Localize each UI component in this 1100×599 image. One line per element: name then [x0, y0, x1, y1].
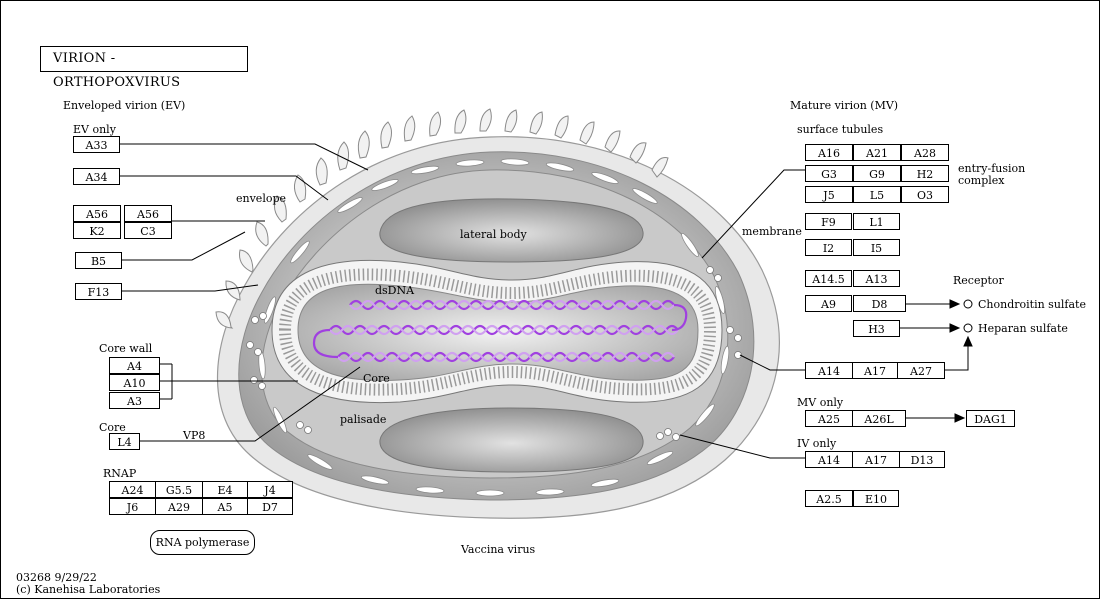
footer-copyright: (c) Kanehisa Laboratories — [16, 583, 161, 596]
gene-l1[interactable]: L1 — [853, 213, 900, 230]
gene-g9[interactable]: G9 — [853, 165, 901, 182]
label-dsdna: dsDNA — [375, 284, 415, 297]
gene-a3[interactable]: A3 — [109, 392, 160, 409]
label-chondroitin-sulfate[interactable]: Chondroitin sulfate — [978, 298, 1086, 311]
envelope-spindles — [258, 158, 730, 497]
gene-j6[interactable]: J6 — [109, 498, 156, 515]
gene-h2[interactable]: H2 — [901, 165, 949, 182]
label-enveloped-virion: Enveloped virion (EV) — [63, 99, 186, 112]
gene-l5[interactable]: L5 — [853, 186, 901, 203]
gene-j4[interactable]: J4 — [247, 481, 293, 498]
gene-a28[interactable]: A28 — [901, 144, 949, 161]
gene-a56[interactable]: A56 — [73, 205, 121, 222]
gene-a14[interactable]: A14 — [805, 362, 853, 379]
palisade-stripes — [278, 268, 717, 396]
gene-a16[interactable]: A16 — [805, 144, 853, 161]
lateral-body-bottom — [379, 407, 644, 473]
label-surface-tubules: surface tubules — [797, 123, 884, 136]
gene-b5[interactable]: B5 — [75, 252, 122, 269]
gene-a17[interactable]: A17 — [852, 362, 898, 379]
gene-l4[interactable]: L4 — [109, 433, 140, 450]
gene-d13[interactable]: D13 — [899, 451, 945, 468]
gene-e4[interactable]: E4 — [202, 481, 248, 498]
label-heparan-sulfate[interactable]: Heparan sulfate — [978, 322, 1068, 335]
gene-j5[interactable]: J5 — [805, 186, 853, 203]
label-palisade: palisade — [340, 413, 387, 426]
chondroitin-receptor-icon — [963, 299, 973, 309]
gene-h3[interactable]: H3 — [853, 320, 900, 337]
surface-tubules — [215, 108, 669, 329]
label-iv-only: IV only — [797, 437, 837, 450]
membrane-proteins — [246, 266, 742, 441]
label-complex: complex — [958, 174, 1005, 187]
label-envelope: envelope — [236, 192, 287, 205]
gene-a10[interactable]: A10 — [109, 374, 160, 391]
gene-dag1[interactable]: DAG1 — [966, 410, 1015, 427]
gene-a9[interactable]: A9 — [805, 295, 852, 312]
gene-g5-5[interactable]: G5.5 — [155, 481, 203, 498]
heparan-receptor-icon — [963, 323, 973, 333]
gene-c3[interactable]: C3 — [124, 222, 172, 239]
gene-a56-2[interactable]: A56 — [124, 205, 172, 222]
label-core: Core — [99, 421, 126, 434]
gene-k2[interactable]: K2 — [73, 222, 121, 239]
label-vp8: VP8 — [183, 429, 206, 442]
gene-a21[interactable]: A21 — [853, 144, 901, 161]
gene-a25[interactable]: A25 — [805, 410, 853, 427]
gene-a14-iv[interactable]: A14 — [805, 451, 853, 468]
gene-g3[interactable]: G3 — [805, 165, 853, 182]
gene-d7[interactable]: D7 — [247, 498, 293, 515]
dsdna-helix — [312, 299, 688, 363]
gene-o3[interactable]: O3 — [901, 186, 949, 203]
gene-a33[interactable]: A33 — [73, 136, 120, 153]
footer-map-id: 03268 9/29/22 — [16, 571, 97, 584]
gene-e10[interactable]: E10 — [853, 490, 899, 507]
gene-a14-5[interactable]: A14.5 — [805, 270, 852, 287]
gene-f9[interactable]: F9 — [805, 213, 852, 230]
gene-d8[interactable]: D8 — [853, 295, 906, 312]
gene-a24[interactable]: A24 — [109, 481, 156, 498]
gene-i2[interactable]: I2 — [805, 239, 852, 256]
connector-lines — [120, 143, 805, 459]
label-rnap: RNAP — [103, 467, 137, 480]
label-core-inner: Core — [363, 372, 390, 385]
label-membrane: membrane — [742, 225, 802, 238]
label-lateral-body: lateral body — [460, 228, 527, 241]
gene-a4[interactable]: A4 — [109, 357, 160, 374]
gene-a29[interactable]: A29 — [155, 498, 203, 515]
gene-a26l[interactable]: A26L — [852, 410, 906, 427]
gene-a27[interactable]: A27 — [897, 362, 945, 379]
rna-polymerase-button[interactable]: RNA polymerase — [150, 530, 255, 555]
gene-a34[interactable]: A34 — [73, 168, 120, 185]
label-mv-only: MV only — [797, 396, 844, 409]
gene-a5[interactable]: A5 — [202, 498, 248, 515]
gene-a2-5[interactable]: A2.5 — [805, 490, 853, 507]
label-vaccinia: Vaccina virus — [461, 543, 536, 556]
label-mature-virion: Mature virion (MV) — [790, 99, 899, 112]
label-entry-fusion: entry-fusion — [958, 162, 1026, 175]
receptor-arrows — [900, 299, 973, 423]
lateral-body-top — [379, 198, 644, 263]
gene-f13[interactable]: F13 — [75, 283, 122, 300]
label-core-wall: Core wall — [99, 342, 153, 355]
label-receptor: Receptor — [953, 274, 1004, 287]
gene-i5[interactable]: I5 — [853, 239, 900, 256]
gene-a17-iv[interactable]: A17 — [852, 451, 900, 468]
label-ev-only: EV only — [73, 123, 116, 136]
page-title: VIRION - ORTHOPOXVIRUS — [40, 46, 248, 90]
gene-a13[interactable]: A13 — [853, 270, 900, 287]
